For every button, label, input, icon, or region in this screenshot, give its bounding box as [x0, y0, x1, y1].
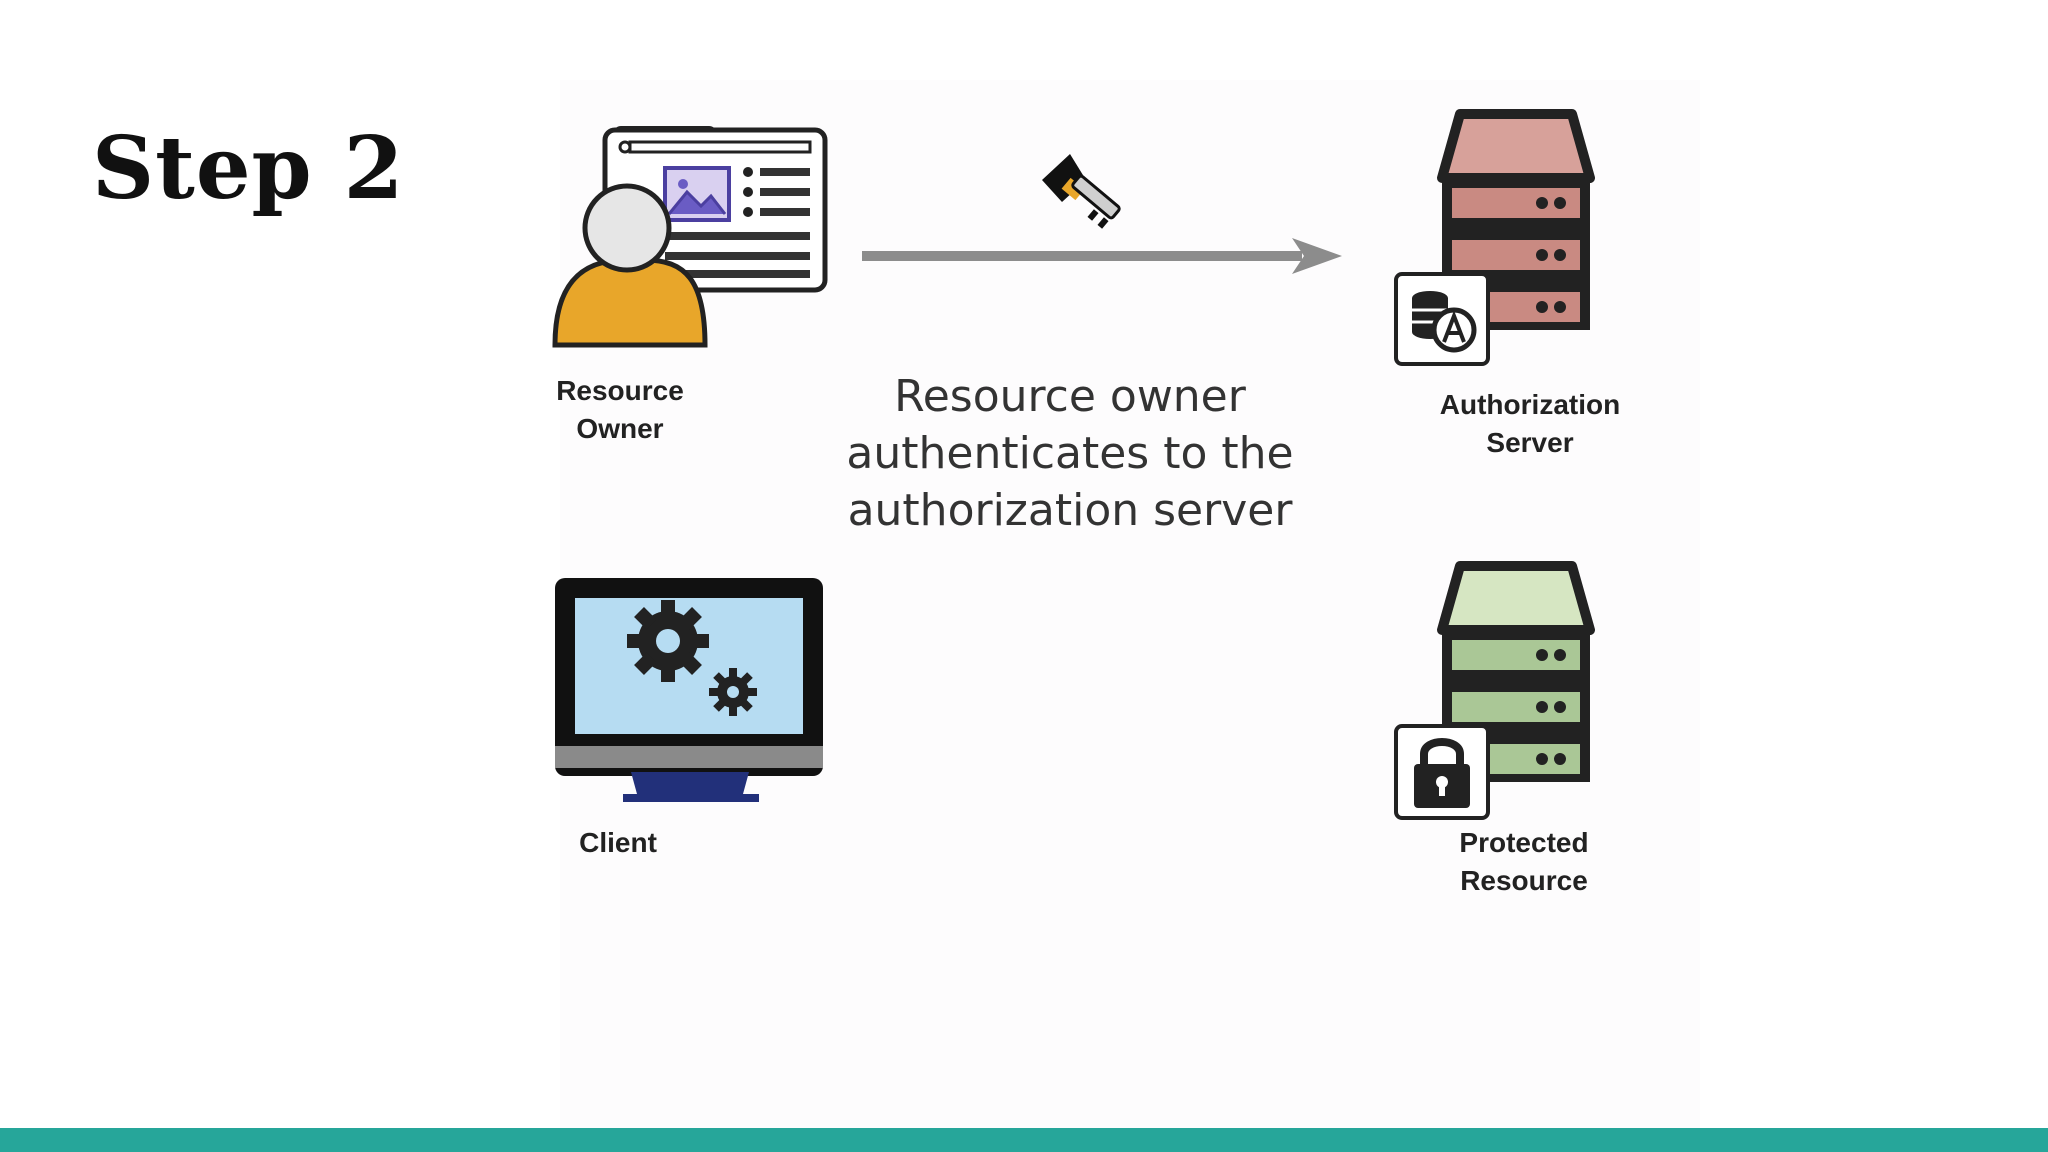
client-monitor-icon	[555, 578, 823, 802]
resource-owner-label: Resource Owner	[556, 375, 684, 444]
database-badge-icon	[1394, 272, 1490, 366]
client-label: Client	[579, 827, 657, 858]
arrow-right-icon	[862, 238, 1342, 274]
protected-server-icon	[1394, 561, 1595, 820]
slide-title: Step 2	[92, 118, 405, 219]
protected-resource-label: Protected Resource	[1459, 827, 1589, 896]
key-icon	[1042, 154, 1121, 229]
browser-window-icon	[602, 126, 828, 293]
footer-accent-bar	[0, 1128, 2048, 1152]
authorization-server-icon	[1394, 109, 1595, 366]
authorization-server-label: Authorization Server	[1439, 389, 1621, 458]
gears-icon	[627, 600, 757, 716]
step-description: Resource owner authenticates to the auth…	[846, 371, 1294, 536]
resource-owner-icon	[552, 126, 828, 348]
lock-badge-icon	[1394, 724, 1490, 820]
